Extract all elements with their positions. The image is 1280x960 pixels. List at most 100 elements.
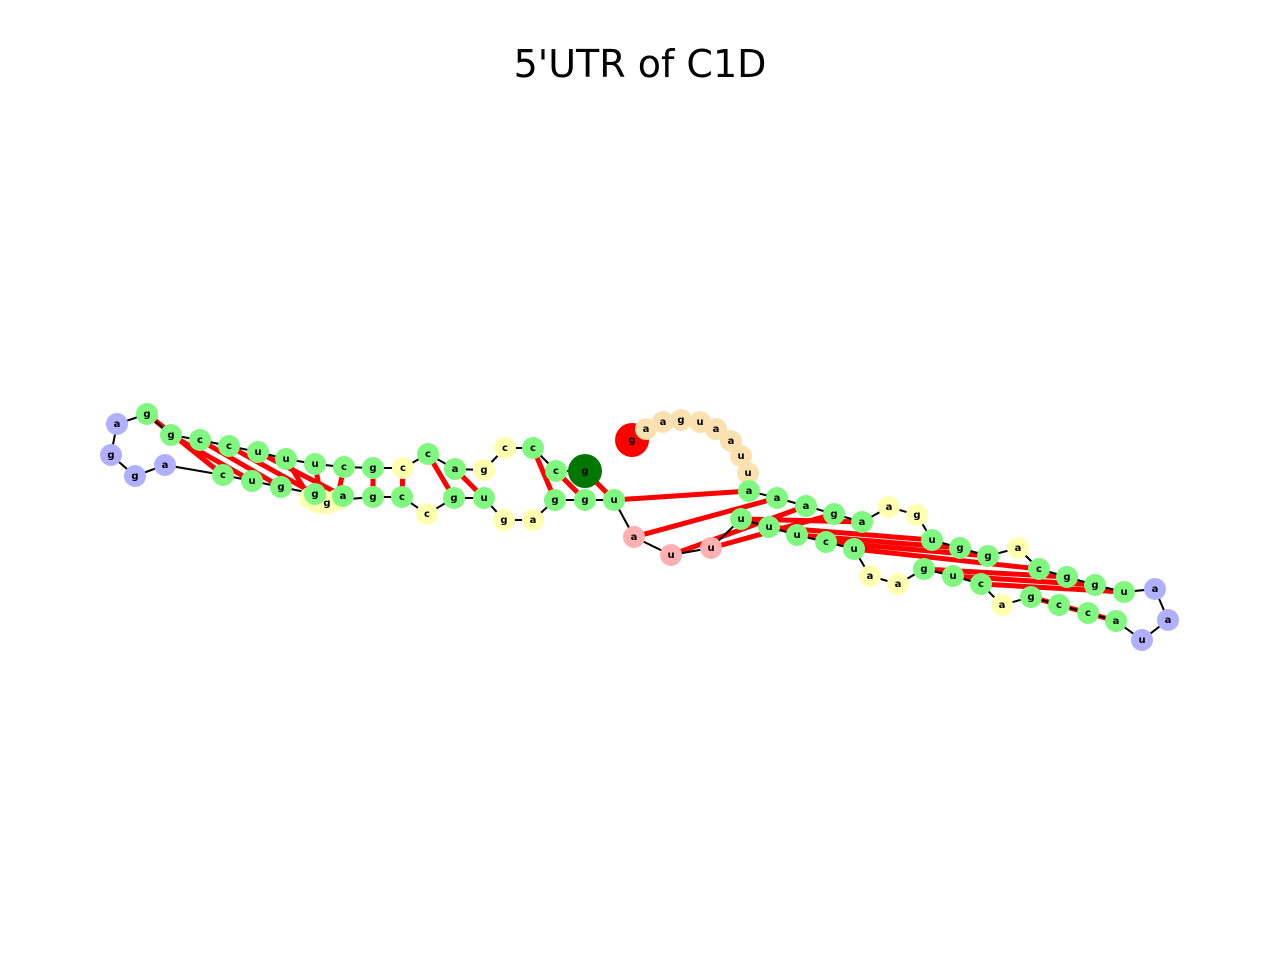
nucleotide-circle	[189, 429, 211, 451]
nucleotide-base-label: a	[895, 579, 902, 590]
nucleotide-circle	[417, 443, 439, 465]
nucleotide-circle	[568, 454, 602, 488]
nucleotide: c	[1077, 602, 1099, 624]
nucleotide-base-label: c	[425, 449, 431, 460]
nucleotide: g	[304, 483, 326, 505]
nucleotide: g	[100, 444, 122, 466]
nucleotide: u	[473, 487, 495, 509]
nucleotide-base-label: c	[226, 441, 232, 452]
nucleotide-base-label: g	[277, 482, 284, 493]
nucleotide-circle	[730, 445, 752, 467]
nucleotide-base-label: a	[774, 493, 781, 504]
nucleotide: a	[887, 573, 909, 595]
nucleotide-base-label: g	[107, 450, 114, 461]
nucleotide-base-label: c	[220, 470, 226, 481]
nucleotide-base-label: a	[1152, 584, 1159, 595]
nucleotide-base-label: c	[530, 443, 536, 454]
nucleotide: a	[652, 411, 674, 433]
nucleotide-base-label: u	[480, 493, 487, 504]
nucleotide: a	[1144, 578, 1166, 600]
nucleotide-base-label: c	[553, 466, 559, 477]
nucleotide: u	[660, 544, 682, 566]
nucleotide-circle	[332, 485, 354, 507]
nucleotide-circle	[494, 437, 516, 459]
nucleotide: c	[1048, 594, 1070, 616]
nucleotide-circle	[362, 457, 384, 479]
nucleotide-circle	[815, 531, 837, 553]
diagram-title: 5'UTR of C1D	[513, 42, 767, 86]
nucleotide-base-label: g	[450, 493, 457, 504]
nucleotide-base-label: g	[369, 463, 376, 474]
nucleotide: g	[1084, 574, 1106, 596]
nucleotide: a	[878, 496, 900, 518]
nucleotide: a	[766, 487, 788, 509]
nucleotide-base-label: a	[746, 486, 753, 497]
nucleotide: u	[247, 441, 269, 463]
nucleotide-base-label: u	[282, 454, 289, 465]
nucleotide-circle	[942, 565, 964, 587]
nucleotide: c	[189, 429, 211, 451]
nucleotide-circle	[100, 444, 122, 466]
nucleotide-circle	[878, 496, 900, 518]
nucleotide-base-label: c	[197, 435, 203, 446]
nucleotide-circle	[444, 458, 466, 480]
base-pair-bond	[227, 443, 317, 497]
nucleotide-circle	[670, 409, 692, 431]
nucleotide-base-label: g	[369, 492, 376, 503]
nucleotide-base-label: u	[610, 495, 617, 506]
nucleotide-circle	[241, 470, 263, 492]
nucleotide-circle	[843, 538, 865, 560]
nucleotide: c	[522, 437, 544, 459]
nucleotide: g	[362, 486, 384, 508]
nucleotide: u	[1113, 581, 1135, 603]
nucleotide-base-label: c	[978, 579, 984, 590]
nucleotide-base-label: a	[340, 491, 347, 502]
nucleotide-circle	[136, 403, 158, 425]
nucleotide-circle	[705, 418, 727, 440]
nucleotide: c	[212, 464, 234, 486]
nucleotide: g	[823, 503, 845, 525]
nucleotide-circle	[635, 418, 657, 440]
nucleotide: c	[416, 503, 438, 525]
nucleotide-circle	[730, 508, 752, 530]
nucleotide: g	[1020, 586, 1042, 608]
nucleotide-circle	[212, 464, 234, 486]
nucleotide-base-label: u	[248, 476, 255, 487]
nucleotide: g	[1056, 566, 1078, 588]
nucleotide-circle	[124, 465, 146, 487]
base-pair-bond	[633, 495, 778, 540]
nucleotide-circle	[362, 486, 384, 508]
nucleotide-circle	[1048, 594, 1070, 616]
nucleotide-base-label: a	[643, 424, 650, 435]
nucleotide-circle	[574, 489, 596, 511]
nucleotide-base-label: a	[803, 501, 810, 512]
nucleotide-base-label: u	[928, 535, 935, 546]
nucleotide: g	[544, 489, 566, 511]
nucleotide-circle	[473, 487, 495, 509]
nucleotide: g	[270, 476, 292, 498]
base-pair-bond	[613, 488, 750, 503]
nucleotide-base-label: c	[341, 462, 347, 473]
nucleotide: a	[154, 454, 176, 476]
nucleotide: c	[218, 435, 240, 457]
nucleotide-circle	[766, 487, 788, 509]
nucleotide-base-label: a	[728, 436, 735, 447]
nucleotide: a	[106, 413, 128, 435]
nucleotide-circle	[1157, 609, 1179, 631]
nucleotide: g	[160, 424, 182, 446]
nucleotide-base-label: u	[1120, 587, 1127, 598]
nucleotide-circle	[738, 480, 760, 502]
nucleotide-circle	[154, 454, 176, 476]
nucleotide: g	[124, 465, 146, 487]
nucleotide-base-label: g	[131, 471, 138, 482]
nucleotide-base-label: g	[323, 498, 330, 509]
nucleotide-base-label: c	[1036, 564, 1042, 575]
nucleotide-base-label: g	[581, 495, 588, 506]
nucleotide: c	[333, 456, 355, 478]
nucleotide-base-label: g	[956, 543, 963, 554]
nucleotide-circle	[522, 437, 544, 459]
nucleotide-base-label: g	[677, 415, 684, 426]
nucleotide: g	[493, 509, 515, 531]
